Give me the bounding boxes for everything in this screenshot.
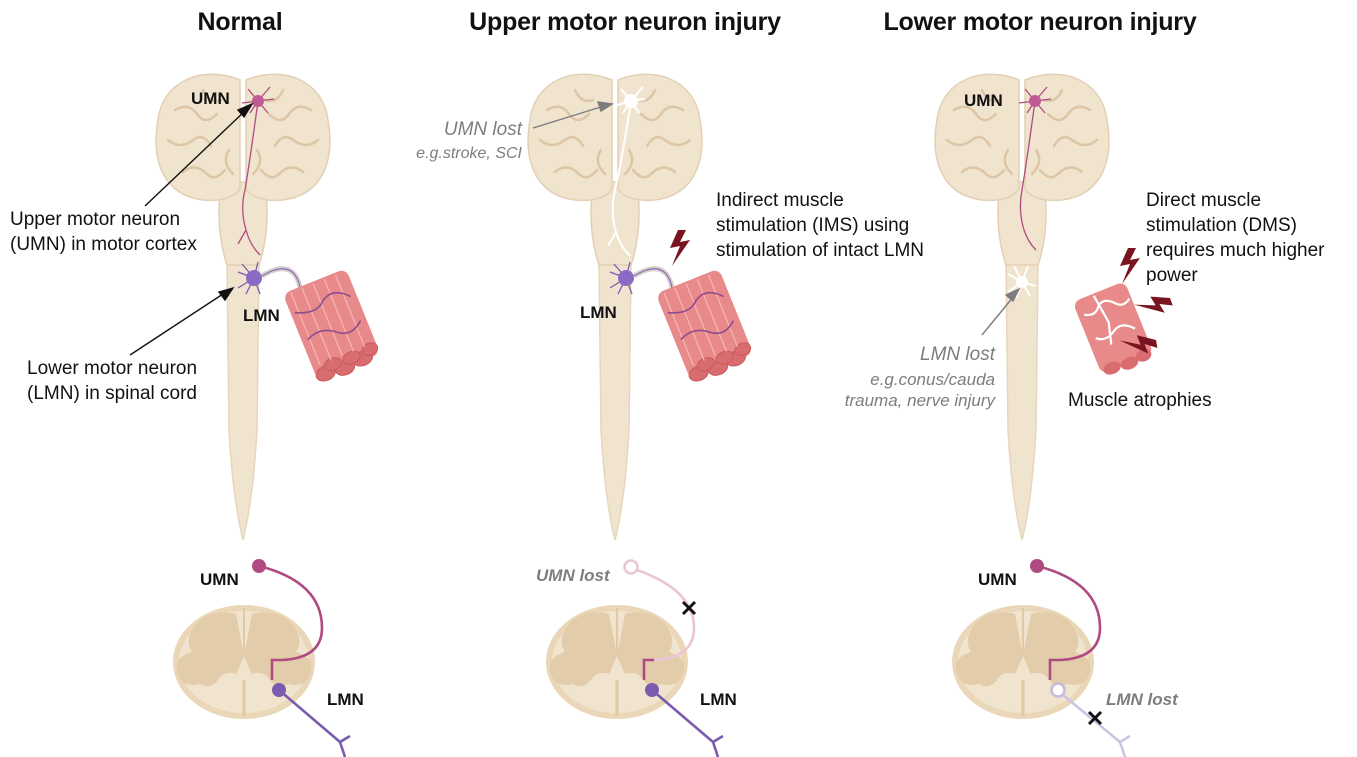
normal-cross-lmn-label: LMN	[327, 687, 364, 712]
dms-line2: stimulation (DMS)	[1146, 213, 1297, 238]
dms-line1: Direct muscle	[1146, 188, 1261, 213]
normal-umn-soma	[252, 95, 264, 107]
ims-line2: stimulation (IMS) using	[716, 213, 909, 238]
normal-umn-label: UMN	[191, 86, 230, 111]
lmn-injury-umn-soma	[1029, 95, 1041, 107]
lmn-injury-cross-lmn-lost-label: LMN lost	[1106, 687, 1178, 712]
normal-cross-umn-label: UMN	[200, 567, 239, 592]
lmn-lost-example-line2: trauma, nerve injury	[800, 388, 995, 413]
umn-injury-cross-umn-lost-label: UMN lost	[536, 563, 610, 588]
ims-line1: Indirect muscle	[716, 188, 844, 213]
normal-lmn-desc-line1: Lower motor neuron	[27, 356, 197, 381]
normal-umn-desc-line2: (UMN) in motor cortex	[10, 232, 197, 257]
umn-injury-lmn-label: LMN	[580, 300, 617, 325]
umn-lost-label: UMN lost	[380, 117, 522, 142]
lmn-lost-label: LMN lost	[850, 342, 995, 367]
lmn-injury-muscle	[1073, 281, 1156, 380]
umn-injury-cross-x	[683, 602, 695, 614]
ims-line3: stimulation of intact LMN	[716, 238, 924, 263]
dms-line4: power	[1146, 263, 1198, 288]
umn-lost-example: e.g.stroke, SCI	[340, 141, 522, 166]
dms-line3: requires much higher	[1146, 238, 1324, 263]
umn-injury-lmn-soma	[618, 270, 634, 286]
lmn-injury-cross-umn-label: UMN	[978, 567, 1017, 592]
normal-lmn-desc-line2: (LMN) in spinal cord	[27, 381, 197, 406]
normal-lmn-soma	[246, 270, 262, 286]
normal-lmn-label: LMN	[243, 303, 280, 328]
umn-injury-cross-lmn-label: LMN	[700, 687, 737, 712]
umn-injury-bolt	[670, 230, 690, 266]
normal-umn-desc-line1: Upper motor neuron	[10, 207, 180, 232]
lmn-injury-umn-label: UMN	[964, 88, 1003, 113]
muscle-atrophies-label: Muscle atrophies	[1068, 388, 1212, 413]
